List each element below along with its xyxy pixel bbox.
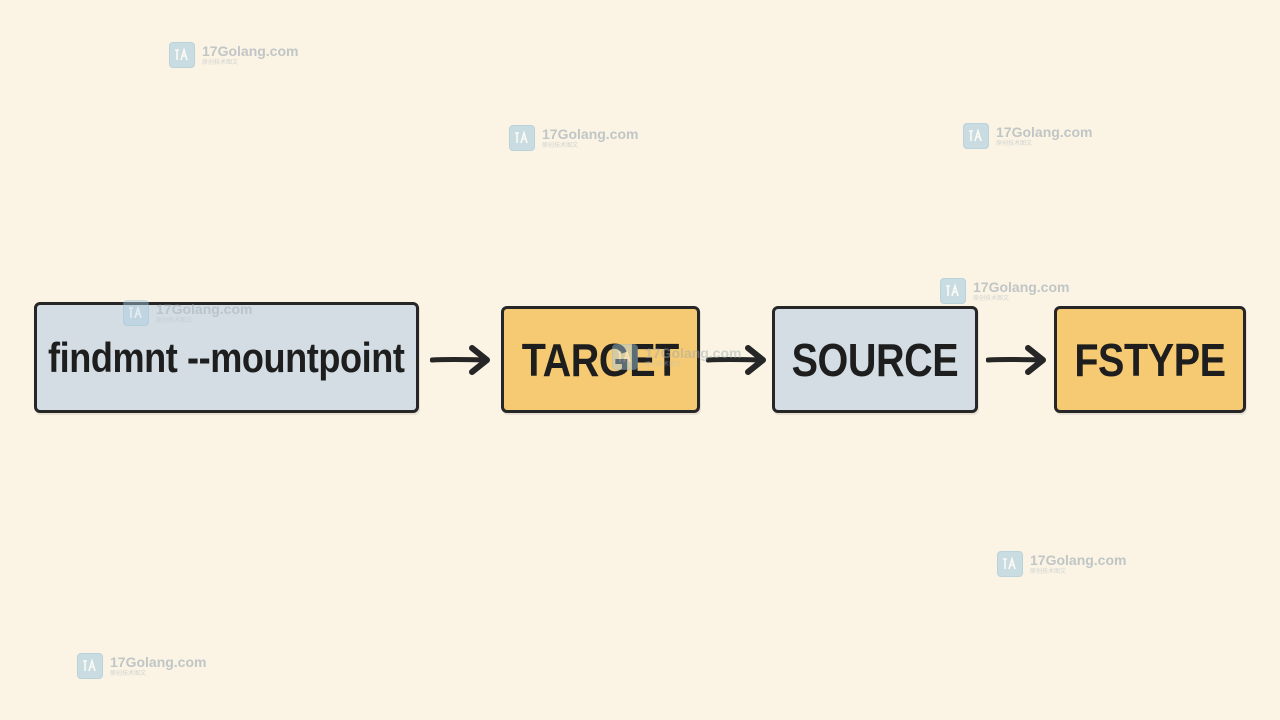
- watermark: 17Golang.com 原创技术图文: [77, 653, 206, 679]
- fstype-node-label: FSTYPE: [1074, 333, 1226, 386]
- watermark-site: 17Golang.com: [202, 42, 299, 59]
- target-node: TARGET: [501, 306, 700, 413]
- watermark-site: 17Golang.com: [973, 278, 1070, 295]
- watermark-tagline: 原创技术图文: [973, 294, 1010, 302]
- watermark-logo-icon: [997, 551, 1023, 577]
- fstype-node: FSTYPE: [1054, 306, 1246, 413]
- watermark: 17Golang.com 原创技术图文: [169, 42, 298, 68]
- watermark-site: 17Golang.com: [645, 344, 742, 361]
- watermark-site: 17Golang.com: [110, 653, 207, 670]
- watermark-logo-icon: [612, 344, 638, 370]
- watermark-logo-icon: [169, 42, 195, 68]
- command-node: findmnt --mountpoint: [34, 302, 419, 413]
- watermark-logo-icon: [963, 123, 989, 149]
- arrow-right-icon: [706, 345, 766, 375]
- watermark: 17Golang.com 原创技术图文: [997, 551, 1126, 577]
- watermark-logo-icon: [123, 300, 149, 326]
- watermark-tagline: 原创技术图文: [542, 141, 579, 149]
- watermark-logo-icon: [509, 125, 535, 151]
- watermark: 17Golang.com 原创技术图文: [963, 123, 1092, 149]
- watermark-site: 17Golang.com: [542, 125, 639, 142]
- arrow-right-icon: [986, 345, 1046, 375]
- watermark-tagline: 原创技术图文: [1030, 567, 1067, 575]
- watermark-site: 17Golang.com: [156, 300, 253, 317]
- watermark-logo-icon: [77, 653, 103, 679]
- arrow-right-icon: [430, 345, 490, 375]
- watermark-tagline: 原创技术图文: [156, 316, 193, 324]
- watermark-site: 17Golang.com: [996, 123, 1093, 140]
- watermark: 17Golang.com 原创技术图文: [940, 278, 1069, 304]
- target-node-label: TARGET: [521, 333, 680, 386]
- source-node: SOURCE: [772, 306, 978, 413]
- watermark-site: 17Golang.com: [1030, 551, 1127, 568]
- watermark: 17Golang.com 原创技术图文: [123, 300, 252, 326]
- command-node-label: findmnt --mountpoint: [48, 333, 405, 381]
- source-node-label: SOURCE: [791, 333, 959, 386]
- watermark-tagline: 原创技术图文: [645, 360, 682, 368]
- watermark-tagline: 原创技术图文: [202, 58, 239, 66]
- watermark-logo-icon: [940, 278, 966, 304]
- watermark-tagline: 原创技术图文: [996, 139, 1033, 147]
- watermark: 17Golang.com 原创技术图文: [509, 125, 638, 151]
- watermark-tagline: 原创技术图文: [110, 669, 147, 677]
- watermark: 17Golang.com 原创技术图文: [612, 344, 741, 370]
